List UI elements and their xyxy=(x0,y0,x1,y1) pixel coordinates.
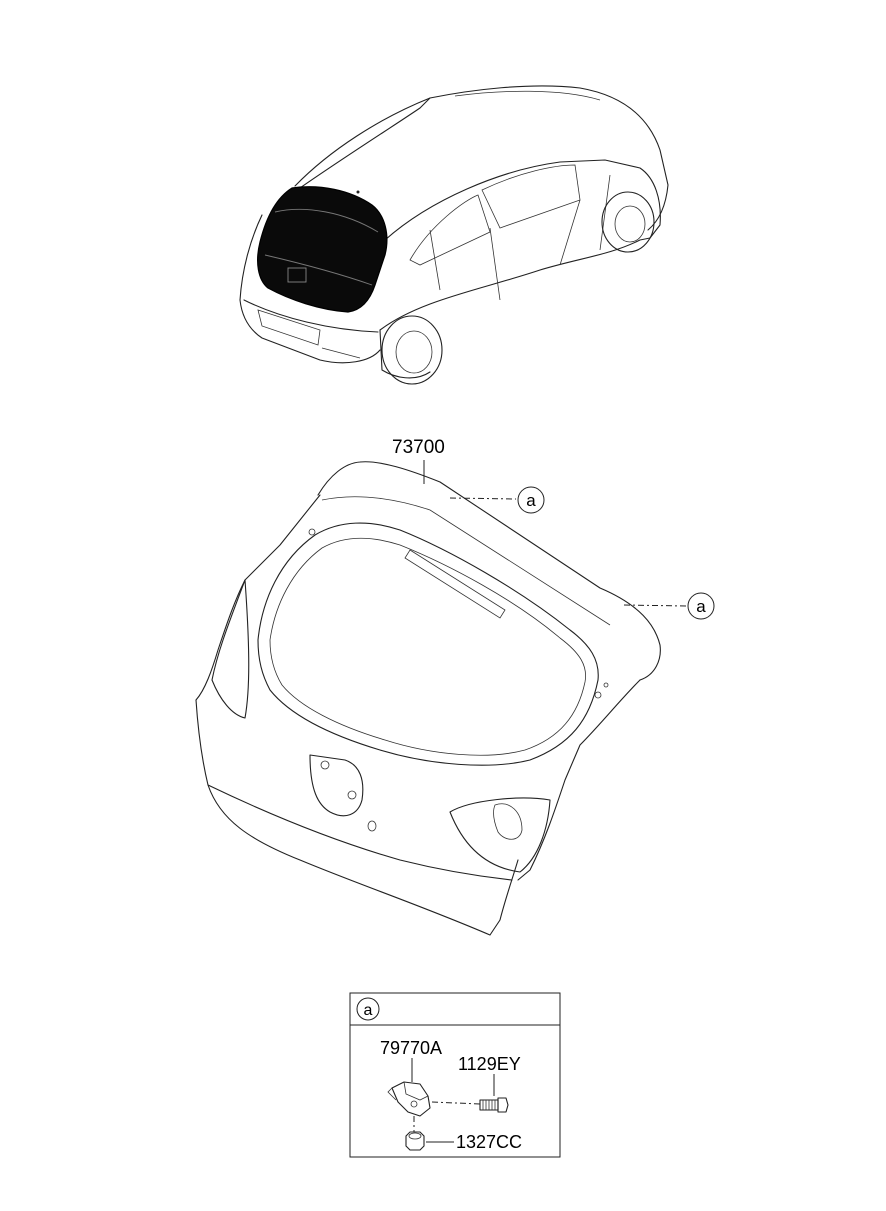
part-number-nut: 1327CC xyxy=(456,1132,522,1152)
part-label-group-tailgate: 73700 xyxy=(392,437,445,484)
callout-a-right: a xyxy=(623,592,715,620)
part-number-tailgate: 73700 xyxy=(392,437,445,458)
tailgate-panel-illustration xyxy=(195,461,661,936)
highlighted-tailgate xyxy=(257,186,388,313)
callout-a-right-label: a xyxy=(696,597,706,616)
callout-a-upper: a xyxy=(449,486,545,514)
bolt-icon xyxy=(431,1074,509,1113)
part-number-bolt: 1129EY xyxy=(458,1054,521,1074)
detail-box-a: a 79770A 1129EY 1327CC xyxy=(349,992,561,1158)
callout-a-upper-label: a xyxy=(526,491,536,510)
nut-icon xyxy=(405,1116,454,1151)
part-number-bracket: 79770A xyxy=(380,1038,442,1058)
bracket-icon xyxy=(387,1058,431,1117)
vehicle-overview-illustration xyxy=(239,85,669,385)
detail-box-title: a xyxy=(364,1002,373,1019)
